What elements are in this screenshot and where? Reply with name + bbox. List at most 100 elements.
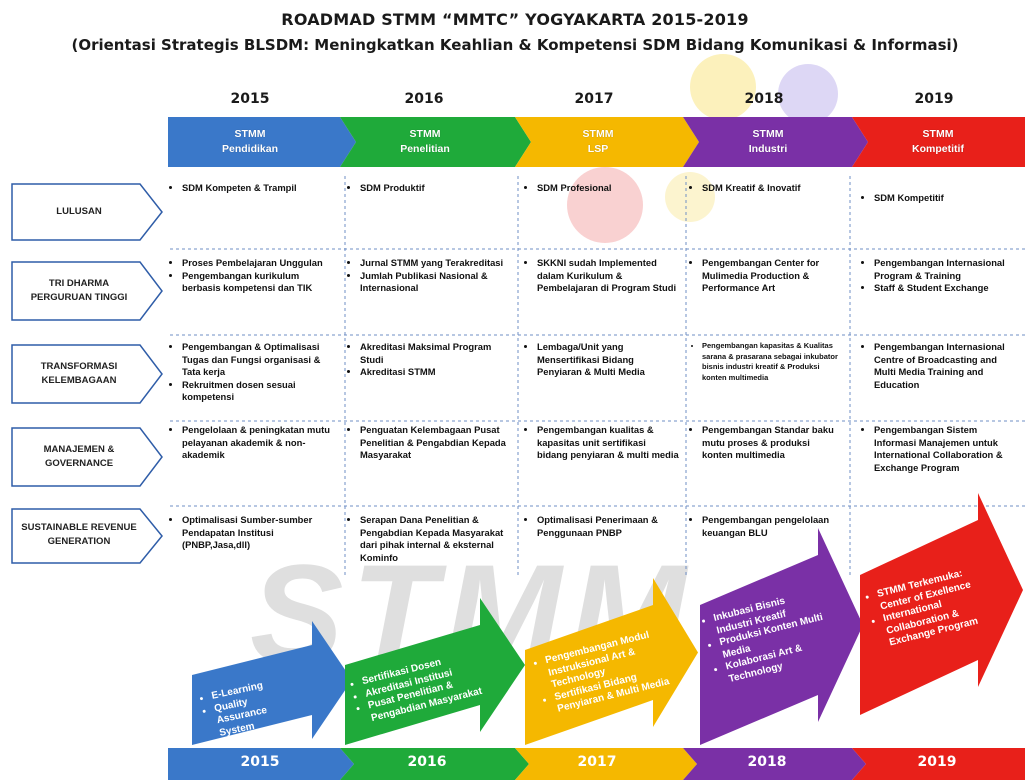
cell-bullet: Pengembangan kualitas & kapasitas unit s… (537, 424, 679, 462)
cell-bullet: Akreditasi Maksimal Program Studi (360, 341, 513, 366)
phase-label-2018: STMM Industri (688, 127, 848, 157)
cell-row0-2019: SDM Kompetitif (864, 192, 1019, 205)
diagram-subtitle: (Orientasi Strategis BLSDM: Meningkatkan… (71, 36, 959, 54)
cell-row0-2018: SDM Kreatif & Inovatif (692, 182, 842, 195)
cell-row0-2016: SDM Produktif (350, 182, 513, 195)
cell-bullet: SDM Produktif (360, 182, 513, 195)
cell-bullet: Pengembangan & Optimalisasi Tugas dan Fu… (182, 341, 337, 379)
decor-circle-yellow (690, 54, 756, 120)
row-label-shape-4 (11, 508, 163, 564)
cell-row3-2019: Pengembangan Sistem Informasi Manajemen … (864, 424, 1019, 474)
cell-bullet: Proses Pembelajaran Unggulan (182, 257, 337, 270)
bottom-chevron-2018 (683, 748, 866, 780)
diagram-title: ROADMAD STMM “MMTC” YOGYAKARTA 2015-2019 (281, 10, 749, 29)
cell-bullet: Pengelolaan & peningkatan mutu pelayanan… (182, 424, 337, 462)
phase-line1: STMM (409, 128, 441, 140)
cell-bullet: Pengembangan Internasional Centre of Bro… (874, 341, 1019, 391)
cell-bullet: Rekruitmen dosen sesuai kompetensi (182, 379, 337, 404)
big-arrow-2018 (700, 528, 863, 745)
cell-row3-2017: Pengembangan kualitas & kapasitas unit s… (527, 424, 679, 462)
phase-line1: STMM (752, 128, 784, 140)
bottom-chevron-2019 (852, 748, 1025, 780)
cell-bullet: Serapan Dana Penelitian & Pengabdian Kep… (360, 514, 513, 564)
grid-vertical-lines (344, 176, 851, 575)
cell-row2-2018: Pengembangan kapasitas & Kualitas sarana… (692, 341, 842, 383)
cell-bullet: SDM Profesional (537, 182, 679, 195)
bottom-year-2019: 2019 (917, 754, 957, 770)
phase-chevron-2015 (168, 117, 356, 167)
cell-bullet: SDM Kompeten & Trampil (182, 182, 337, 195)
cell-bullet: SDM Kompetitif (874, 192, 1019, 205)
cell-row4-2016: Serapan Dana Penelitian & Pengabdian Kep… (350, 514, 513, 564)
year-header-2018: 2018 (744, 91, 784, 107)
phase-chevron-2018 (683, 117, 868, 167)
cell-row2-2017: Lembaga/Unit yang Mensertifikasi Bidang … (527, 341, 679, 379)
year-header-2019: 2019 (914, 91, 954, 107)
cell-bullet: Pengembangan kapasitas & Kualitas sarana… (702, 341, 842, 383)
year-header-2016: 2016 (404, 91, 444, 107)
cell-row1-2017: SKKNI sudah Implemented dalam Kurikulum … (527, 257, 679, 295)
row-label-shape-0 (11, 183, 163, 241)
cell-bullet: Jumlah Publikasi Nasional & Internasiona… (360, 270, 513, 295)
cell-row3-2018: Pengembangan Standar baku mutu proses & … (692, 424, 842, 462)
phase-chevron-2017 (515, 117, 699, 167)
cell-bullet: Pengembangan Sistem Informasi Manajemen … (874, 424, 1019, 474)
cell-row4-2017: Optimalisasi Penerimaan & Penggunaan PNB… (527, 514, 679, 539)
phase-line2: Pendidikan (221, 143, 278, 155)
cell-bullet: Akreditasi STMM (360, 366, 513, 379)
cell-bullet: Pengembangan Internasional Program & Tra… (874, 257, 1019, 282)
phase-line2: LSP (587, 143, 609, 155)
decor-circle-violet (778, 64, 838, 124)
decor-circle-red (567, 167, 643, 243)
phase-line1: STMM (234, 128, 266, 140)
phase-line2: Kompetitif (912, 143, 964, 155)
phase-label-2016: STMM Penelitian (345, 127, 505, 157)
phase-label-2017: STMM LSP (518, 127, 678, 157)
bottom-chevron-2015 (168, 748, 354, 780)
cell-row2-2016: Akreditasi Maksimal Program StudiAkredit… (350, 341, 513, 379)
row-label-manajemen: MANAJEMEN &GOVERNANCE (43, 444, 115, 469)
cell-row4-2018: Pengembangan pengelolaan keuangan BLU (692, 514, 842, 539)
year-header-2015: 2015 (230, 91, 270, 107)
bottom-chevron-2016 (340, 748, 529, 780)
cell-bullet: SKKNI sudah Implemented dalam Kurikulum … (537, 257, 679, 295)
row-label-shape-2 (11, 344, 163, 404)
decor-circle-light (665, 172, 715, 222)
cell-row0-2017: SDM Profesional (527, 182, 679, 195)
bottom-year-2015: 2015 (240, 754, 280, 770)
phase-line2: Penelitian (400, 143, 450, 155)
grid-horizontal-lines (170, 248, 1025, 507)
cell-row3-2016: Penguatan Kelembagaan Pusat Penelitian &… (350, 424, 513, 462)
cell-bullet: Staff & Student Exchange (874, 282, 1019, 295)
cell-bullet: Pengembangan pengelolaan keuangan BLU (702, 514, 842, 539)
phase-line1: STMM (922, 128, 954, 140)
bottom-chevron-2017 (515, 748, 697, 780)
cell-bullet: Pengembangan kurikulum berbasis kompeten… (182, 270, 337, 295)
big-arrow-2017 (525, 578, 698, 745)
cell-bullet: Optimalisasi Sumber-sumber Pendapatan In… (182, 514, 337, 552)
cell-bullet: Pengembangan Center for Mulimedia Produc… (702, 257, 842, 295)
big-arrow-2015 (192, 621, 352, 745)
cell-bullet: Jurnal STMM yang Terakreditasi (360, 257, 513, 270)
phase-label-2019: STMM Kompetitif (858, 127, 1018, 157)
phase-chevron-2019 (852, 117, 1025, 167)
phase-line1: STMM (582, 128, 614, 140)
cell-row0-2015: SDM Kompeten & Trampil (172, 182, 337, 195)
cell-bullet: Optimalisasi Penerimaan & Penggunaan PNB… (537, 514, 679, 539)
cell-row4-2015: Optimalisasi Sumber-sumber Pendapatan In… (172, 514, 337, 552)
cell-row2-2019: Pengembangan Internasional Centre of Bro… (864, 341, 1019, 391)
bottom-year-2018: 2018 (747, 754, 787, 770)
cell-row3-2015: Pengelolaan & peningkatan mutu pelayanan… (172, 424, 337, 462)
row-label-shape-1 (11, 261, 163, 321)
cell-bullet: Lembaga/Unit yang Mensertifikasi Bidang … (537, 341, 679, 379)
cell-bullet: Penguatan Kelembagaan Pusat Penelitian &… (360, 424, 513, 462)
row-label-shape-3 (11, 427, 163, 487)
cell-row1-2019: Pengembangan Internasional Program & Tra… (864, 257, 1019, 295)
row-label-lulusan: LULUSAN (56, 206, 102, 217)
year-header-2017: 2017 (574, 91, 614, 107)
cell-bullet: Pengembangan Standar baku mutu proses & … (702, 424, 842, 462)
phase-line2: Industri (748, 143, 788, 155)
